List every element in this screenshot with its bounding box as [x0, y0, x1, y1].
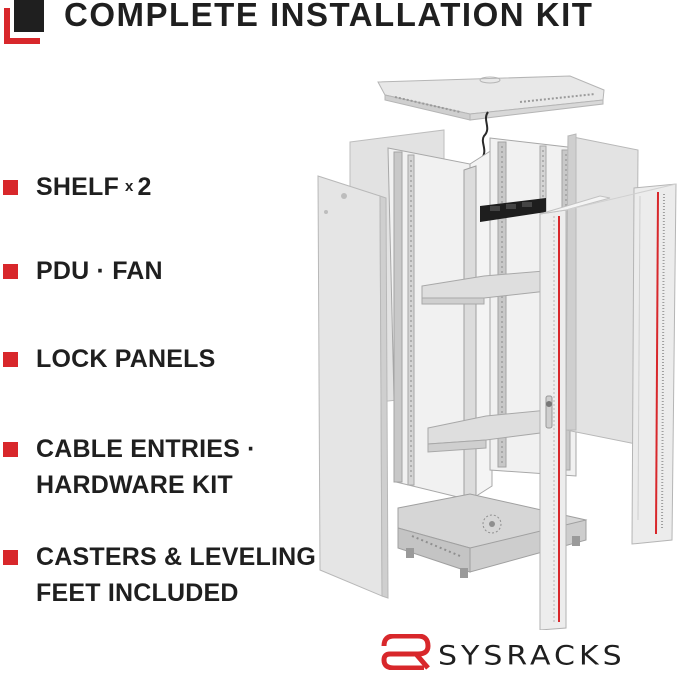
header-logo-icon — [4, 0, 44, 44]
feature-cable-entries-line2: HARDWARE KIT — [36, 471, 233, 499]
right-side-panel — [565, 133, 639, 445]
shelf-lower — [427, 409, 549, 453]
shelf-upper — [421, 269, 557, 305]
brand-name: SYSRACKS — [438, 640, 626, 672]
bullet-icon — [3, 352, 18, 367]
server-rack-illustration — [317, 75, 677, 630]
pdu-bar — [480, 198, 546, 222]
feature-pdu-fan: PDU · FAN — [36, 257, 163, 285]
feature-label: SHELF — [36, 173, 119, 201]
front-door — [539, 195, 611, 630]
top-cover — [377, 75, 605, 121]
bullet-icon — [3, 180, 18, 195]
bullet-icon — [3, 442, 18, 457]
feature-cable-entries-line1: CABLE ENTRIES · — [36, 435, 256, 463]
left-side-panel — [317, 175, 389, 599]
feature-qty: 2 — [137, 173, 152, 201]
bullet-icon — [3, 264, 18, 279]
feature-casters-line2: FEET INCLUDED — [36, 579, 239, 607]
feature-qty-prefix: x — [124, 178, 134, 195]
sysracks-logo-icon — [381, 634, 431, 670]
bullet-icon — [3, 550, 18, 565]
feature-casters-line1: CASTERS & LEVELING — [36, 543, 317, 571]
feature-lock-panels: LOCK PANELS — [36, 345, 216, 373]
page-title: COMPLETE INSTALLATION KIT — [64, 0, 594, 33]
right-door — [631, 183, 677, 545]
